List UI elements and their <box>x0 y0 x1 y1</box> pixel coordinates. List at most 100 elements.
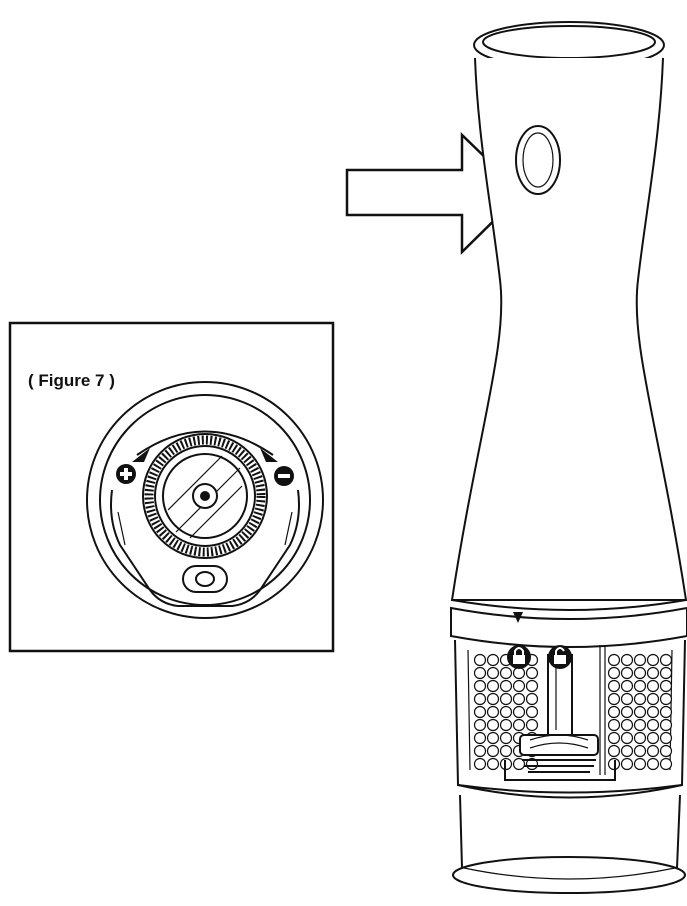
peppercorn <box>659 653 673 667</box>
peppercorn <box>473 679 487 693</box>
gear-housing <box>519 734 599 756</box>
peppercorn <box>620 653 634 667</box>
peppercorn <box>646 718 660 732</box>
peppercorn <box>620 666 634 680</box>
peppercorn <box>633 744 647 758</box>
peppercorn <box>486 744 500 758</box>
peppercorn <box>607 666 621 680</box>
burr-ring-knurl <box>144 435 266 557</box>
peppercorn <box>499 731 513 745</box>
center-pin <box>200 491 210 501</box>
peppercorn <box>473 718 487 732</box>
peppercorn <box>633 653 647 667</box>
outer-rim <box>86 381 324 619</box>
peppercorn <box>646 744 660 758</box>
peppercorn <box>486 731 500 745</box>
grinder-body <box>450 21 687 894</box>
peppercorn <box>659 718 673 732</box>
peppercorn <box>607 731 621 745</box>
peppercorn <box>486 692 500 706</box>
body-outline <box>450 57 687 601</box>
peppercorn <box>659 666 673 680</box>
left-bracket <box>110 489 300 607</box>
peppercorn <box>620 705 634 719</box>
peppercorn <box>525 666 539 680</box>
spring-coil <box>529 734 589 749</box>
peppercorn <box>512 757 526 771</box>
peppercorn <box>633 666 647 680</box>
peppercorn <box>646 705 660 719</box>
rotation-arrow-right <box>260 448 278 462</box>
power-button-face <box>522 132 554 188</box>
peppercorn <box>499 666 513 680</box>
lock-closed-icon <box>507 645 531 669</box>
chamber-wall-mid <box>599 645 606 775</box>
power-button <box>515 125 561 195</box>
chamber-outline <box>454 639 686 794</box>
burr-ring-inner <box>154 445 256 547</box>
peppercorn <box>659 679 673 693</box>
peppercorn <box>659 757 673 771</box>
peppercorn <box>525 705 539 719</box>
peppercorn <box>473 744 487 758</box>
peppercorn <box>620 744 634 758</box>
peppercorn <box>607 744 621 758</box>
figure-7-inset: ( Figure 7 ) <box>8 321 335 653</box>
peppercorn <box>473 666 487 680</box>
collar-band <box>450 606 687 648</box>
grinder-bottom-view <box>86 381 324 619</box>
peppercorn <box>525 692 539 706</box>
plus-icon <box>116 464 136 484</box>
right-slot <box>284 511 293 546</box>
base-foot-inner <box>463 867 676 880</box>
peppercorn <box>512 679 526 693</box>
peppercorn <box>486 718 500 732</box>
lock-open-icon <box>548 645 572 669</box>
peppercorn <box>473 692 487 706</box>
peppercorn <box>620 757 634 771</box>
peppercorn <box>512 666 526 680</box>
peppercorn <box>646 731 660 745</box>
peppercorn <box>473 731 487 745</box>
peppercorn <box>659 705 673 719</box>
figure-label: ( Figure 7 ) <box>28 371 115 390</box>
peppercorn <box>473 757 487 771</box>
peppercorn <box>620 731 634 745</box>
peppercorn <box>620 718 634 732</box>
peppercorn <box>499 679 513 693</box>
peppercorn <box>607 653 621 667</box>
peppercorn <box>486 679 500 693</box>
peppercorn <box>607 705 621 719</box>
peppercorn <box>633 757 647 771</box>
peppercorn <box>633 692 647 706</box>
peppercorn <box>525 679 539 693</box>
light-window <box>182 565 228 593</box>
peppercorn <box>486 653 500 667</box>
minus-icon <box>274 466 294 486</box>
peppercorn <box>486 666 500 680</box>
peppercorn <box>646 692 660 706</box>
peppercorn <box>633 705 647 719</box>
gear-teeth <box>522 759 596 773</box>
peppercorn <box>659 692 673 706</box>
bottom-band-top <box>457 784 683 799</box>
collar-top-edge <box>451 599 687 611</box>
peppercorn <box>659 731 673 745</box>
rotation-arrow-left <box>132 448 150 462</box>
peppercorn <box>486 705 500 719</box>
peppercorn <box>525 718 539 732</box>
peppercorn <box>659 744 673 758</box>
peppercorn <box>512 718 526 732</box>
peppercorn <box>646 757 660 771</box>
peppercorn <box>607 692 621 706</box>
burr-ring-outer <box>142 433 268 559</box>
peppercorn <box>633 731 647 745</box>
peppercorn <box>646 653 660 667</box>
chamber-wall-left <box>467 649 471 771</box>
peppercorn <box>499 718 513 732</box>
peppercorn <box>633 718 647 732</box>
peppercorn <box>499 744 513 758</box>
light-lens <box>195 571 215 587</box>
rotation-arc <box>136 430 274 456</box>
